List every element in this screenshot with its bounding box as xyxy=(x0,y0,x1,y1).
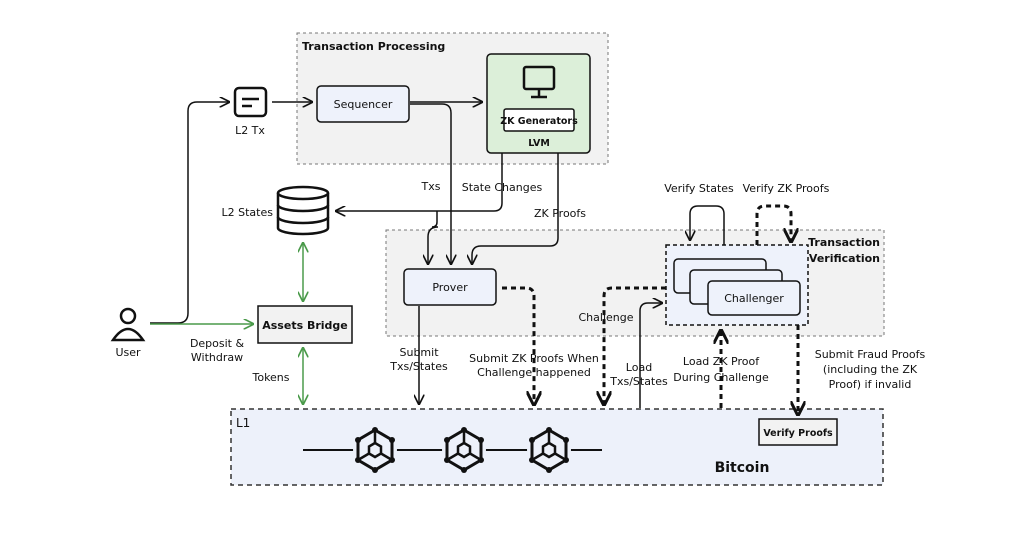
edge-verify-states-loop xyxy=(690,205,725,245)
edge-state-changes-to-l2states xyxy=(336,153,503,211)
edge-label-fraud-1: Submit Fraud Proofs xyxy=(815,348,926,361)
l2-tx-node: L2 Tx xyxy=(233,86,268,137)
edge-label-fraud-2: (including the ZK xyxy=(823,363,918,376)
l2-tx-label: L2 Tx xyxy=(235,124,265,137)
monitor-icon xyxy=(522,65,556,99)
transaction-verification-title-line1: Transaction xyxy=(808,236,880,249)
edge-label-zk-proofs: ZK Proofs xyxy=(534,207,586,220)
bitcoin-node-icon xyxy=(527,427,571,473)
transaction-processing-title: Transaction Processing xyxy=(302,40,445,53)
prover-label: Prover xyxy=(432,281,468,294)
document-icon xyxy=(233,86,268,118)
edge-sequencer-to-prover xyxy=(410,103,451,264)
edge-challenge xyxy=(604,286,666,403)
assets-bridge-node: Assets Bridge xyxy=(257,305,353,344)
edge-label-submit-1: Submit xyxy=(399,346,439,359)
prover-node: Prover xyxy=(403,268,497,306)
edge-label-deposit-withdraw-1: Deposit & xyxy=(190,337,245,350)
verify-proofs-label: Verify Proofs xyxy=(763,428,833,439)
edge-label-verify-states: Verify States xyxy=(664,182,734,195)
edge-label-tokens: Tokens xyxy=(251,371,289,384)
edge-label-load-1: Load xyxy=(626,361,652,374)
bitcoin-node-icon xyxy=(353,427,397,473)
zk-generators-label: ZK Generators xyxy=(500,116,578,127)
l2-states-node: L2 States xyxy=(222,185,330,236)
edge-label-load-zk-2: During Challenge xyxy=(673,371,769,384)
challenger-label: Challenger xyxy=(724,292,784,305)
edge-label-submit-zk-1: Submit ZK Proofs When xyxy=(469,352,599,365)
l1-title: L1 xyxy=(236,416,250,430)
edge-label-txs: Txs xyxy=(421,180,441,193)
edge-label-submit-zk-2: Challenge happened xyxy=(477,366,591,379)
edge-label-load-zk-1: Load ZK Proof xyxy=(683,355,760,368)
edge-state-changes-to-prover xyxy=(428,211,439,264)
user-icon xyxy=(110,307,146,342)
lvm-node: ZK Generators LVM xyxy=(486,53,591,154)
l2-states-label: L2 States xyxy=(222,206,274,219)
user-label: User xyxy=(115,346,141,359)
bitcoin-label: Bitcoin xyxy=(715,460,770,476)
challenger-node: Challenger xyxy=(665,244,809,326)
database-icon xyxy=(276,185,330,236)
lvm-label: LVM xyxy=(528,138,550,149)
edge-zk-proofs-to-prover xyxy=(472,153,559,264)
sequencer-node: Sequencer xyxy=(316,85,410,123)
verify-proofs-node: Verify Proofs xyxy=(758,418,838,446)
assets-bridge-label: Assets Bridge xyxy=(262,319,348,332)
edge-prover-submit-zk-proofs xyxy=(502,286,534,403)
edge-label-deposit-withdraw-2: Withdraw xyxy=(191,351,243,364)
sequencer-label: Sequencer xyxy=(334,98,393,111)
bitcoin-chain: Bitcoin xyxy=(303,427,769,476)
edge-load-txs-states xyxy=(639,303,662,408)
transaction-verification-title-line2: Verification xyxy=(809,252,880,265)
edge-label-challenge: Challenge xyxy=(579,311,634,324)
zk-generators-box xyxy=(503,108,575,132)
edge-user-to-l2tx xyxy=(150,102,229,324)
edge-label-load-2: Txs/States xyxy=(609,375,668,388)
user-node: User xyxy=(110,307,146,359)
bitcoin-node-icon xyxy=(442,427,486,473)
edge-label-submit-2: Txs/States xyxy=(389,360,448,373)
edge-label-verify-zk-proofs: Verify ZK Proofs xyxy=(743,182,830,195)
edge-label-state-changes: State Changes xyxy=(462,181,543,194)
edge-label-fraud-3: Proof) if invalid xyxy=(829,378,912,391)
